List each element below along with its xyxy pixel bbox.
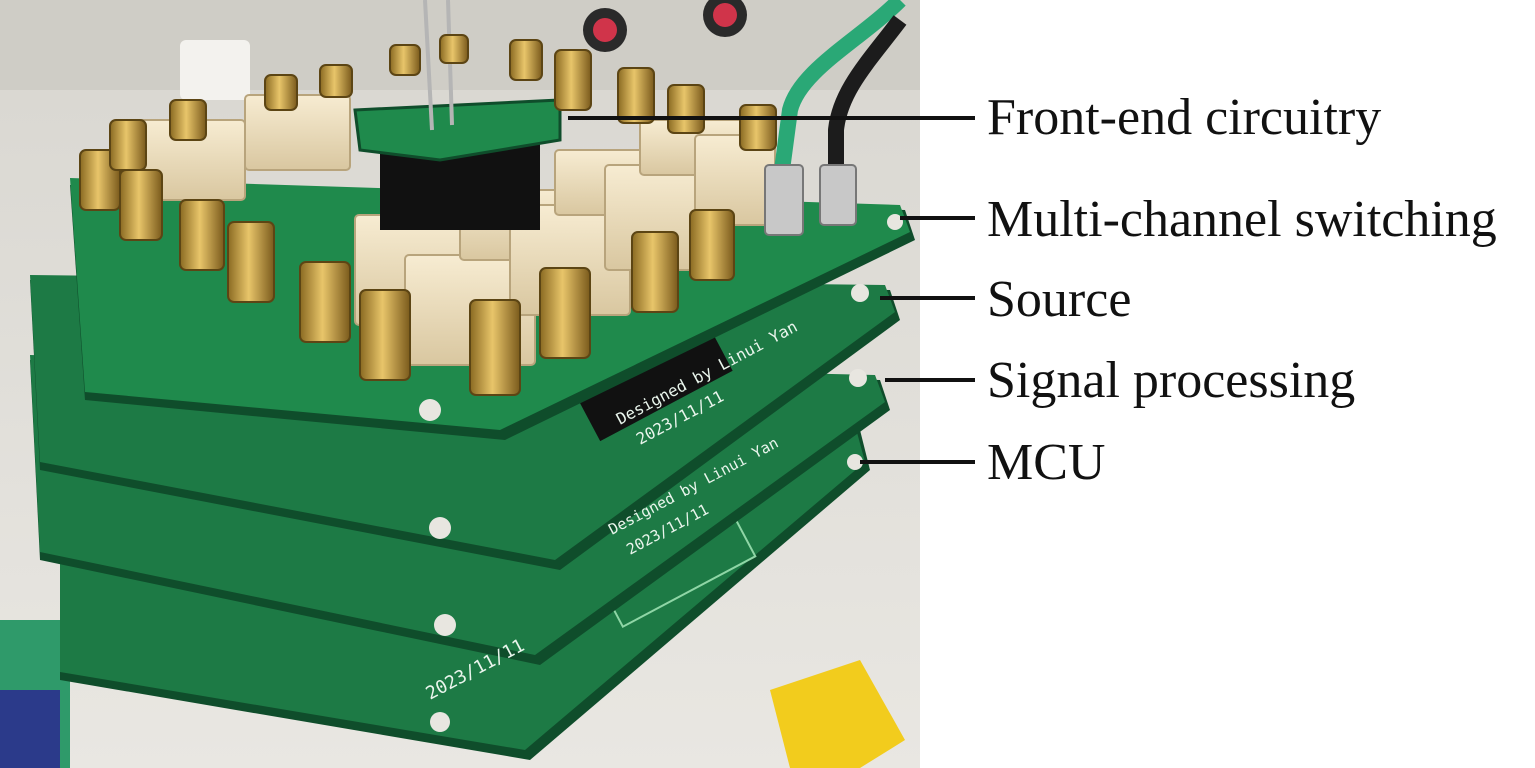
label-mcu: MCU — [987, 434, 1106, 491]
black-cable — [828, 15, 907, 170]
green-cable — [774, 0, 906, 172]
label-front-end-circuitry: Front-end circuitry — [987, 89, 1382, 146]
label-signal-processing: Signal processing — [987, 352, 1356, 409]
board-front-end — [353, 98, 562, 162]
label-source: Source — [987, 271, 1132, 328]
yellow-tape — [770, 660, 905, 768]
label-multi-channel-switching: Multi-channel switching — [987, 191, 1497, 248]
